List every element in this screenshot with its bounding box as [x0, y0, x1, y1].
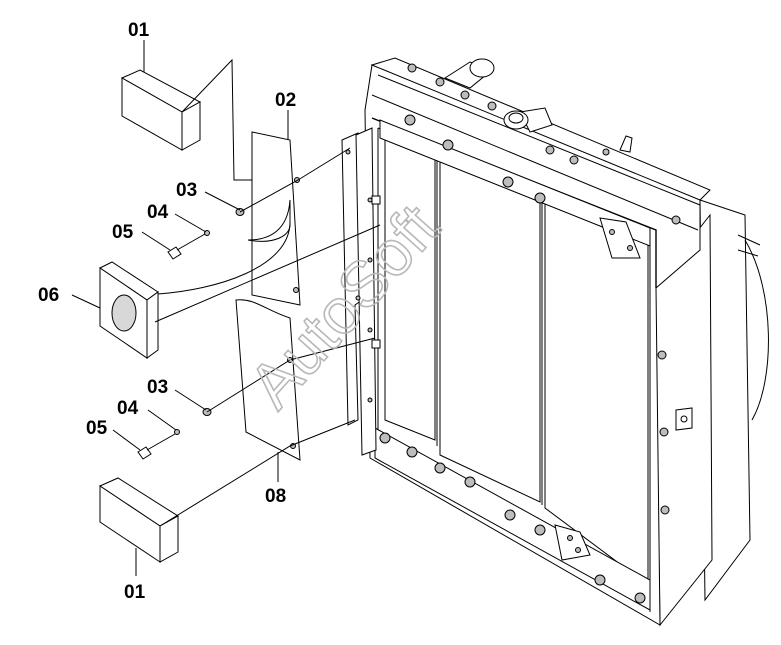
- pad-top: [120, 69, 202, 151]
- callout-03-lower: 03: [147, 377, 168, 398]
- callout-03-upper: 03: [176, 180, 197, 201]
- callout-01-bottom: 01: [124, 582, 146, 603]
- callout-04-lower: 04: [117, 398, 139, 419]
- radiator-assembly: [364, 57, 769, 627]
- callout-05-lower: 05: [86, 418, 108, 439]
- callout-02: 02: [275, 90, 296, 111]
- top-bolts: [407, 63, 681, 225]
- grommet-block: [99, 261, 159, 359]
- assembly-lines: [71, 40, 381, 576]
- callout-05-upper: 05: [112, 222, 134, 243]
- callout-06: 06: [38, 285, 59, 306]
- pad-bottom: [98, 477, 179, 563]
- callout-01-top: 01: [128, 20, 150, 41]
- hardware-upper: [167, 208, 245, 260]
- hardware-lower: [137, 408, 212, 460]
- callout-04-upper: 04: [147, 202, 169, 223]
- frame-bolts: [379, 114, 670, 604]
- side-bracket-plate: [341, 127, 381, 456]
- callout-08: 08: [265, 486, 286, 507]
